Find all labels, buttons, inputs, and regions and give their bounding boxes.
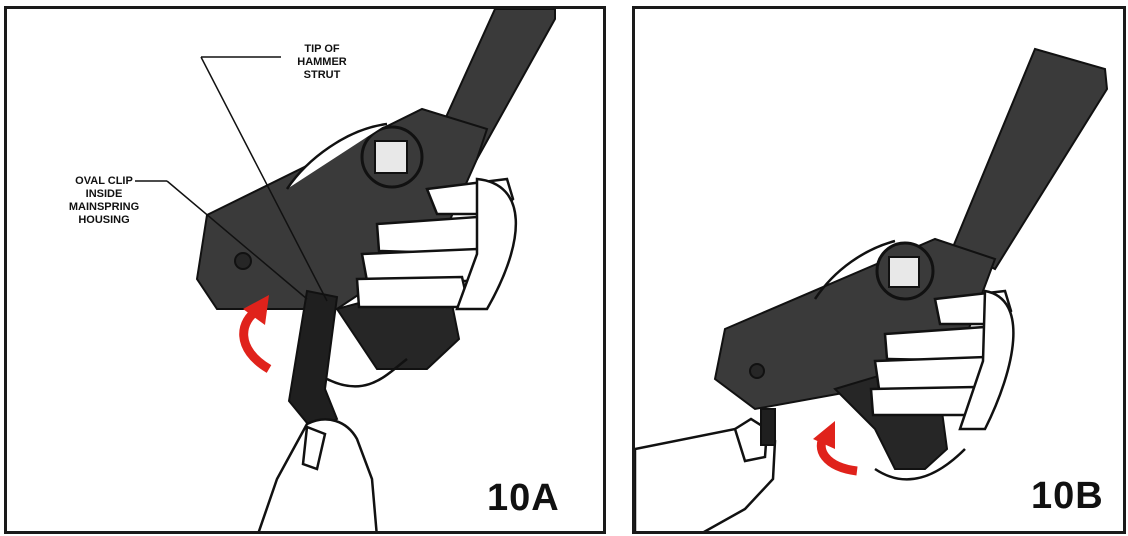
mainspring-housing — [289, 291, 337, 429]
mainspring-housing — [761, 409, 775, 445]
left-hand — [257, 419, 377, 534]
figure-label-10a: 10A — [487, 477, 560, 520]
figure-panel-10a: TIP OF HAMMER STRUT OVAL CLIP INSIDE MAI… — [4, 6, 606, 534]
pistol-illustration-10a — [7, 9, 606, 534]
barrel — [953, 49, 1107, 269]
figure-panel-10b: 10B — [632, 6, 1126, 534]
callout-tip-of-hammer-strut: TIP OF HAMMER STRUT — [277, 43, 367, 82]
bolt-ear-highlight — [889, 257, 919, 287]
frame-pin-hole — [235, 253, 251, 269]
left-hand — [635, 419, 775, 534]
callout-oval-clip: OVAL CLIP INSIDE MAINSPRING HOUSING — [29, 175, 179, 227]
pistol-illustration-10b — [635, 9, 1126, 534]
frame-pin-hole — [750, 364, 764, 378]
bolt-ear-highlight — [375, 141, 407, 173]
figure-label-10b: 10B — [1031, 475, 1104, 518]
